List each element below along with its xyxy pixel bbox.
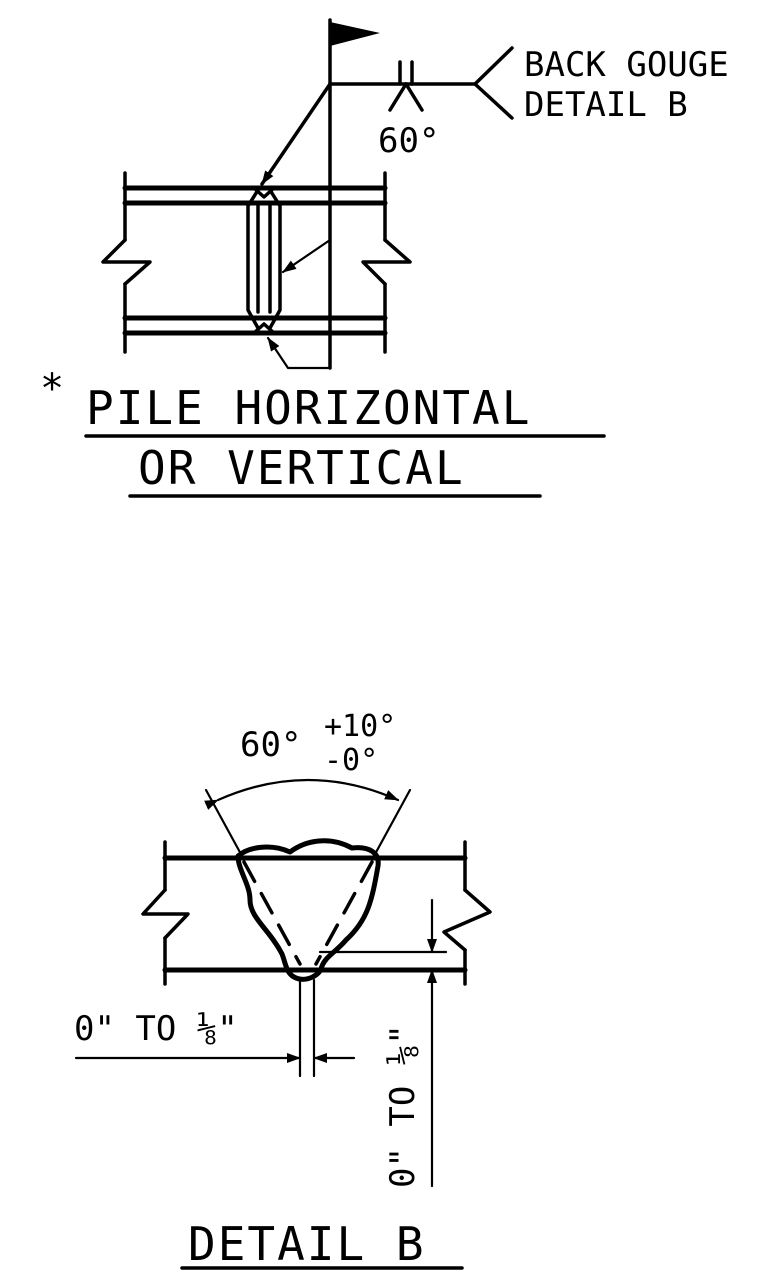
field-weld-flag-icon bbox=[330, 22, 380, 46]
groove-v-left bbox=[388, 82, 408, 112]
right-break-line bbox=[361, 238, 412, 286]
title-line2: OR VERTICAL bbox=[138, 441, 465, 495]
root-face-label: 0" TO ⅛" bbox=[383, 1024, 423, 1188]
groove-v-right bbox=[404, 82, 424, 112]
weld-bead-outline bbox=[235, 838, 381, 982]
bottom-weld-v bbox=[252, 322, 276, 335]
plate-right-break bbox=[442, 888, 492, 952]
reference-tail-upper bbox=[473, 46, 514, 86]
leader-arrow-bottom bbox=[266, 336, 332, 370]
angle-plus-label: +10° bbox=[324, 709, 396, 744]
root-gap-label: 0" TO ⅛" bbox=[74, 1009, 238, 1049]
groove-angle-label: 60° bbox=[378, 121, 439, 161]
weld-note-line1: BACK GOUGE bbox=[524, 45, 729, 85]
web-plate-left bbox=[246, 188, 260, 330]
leader-arrow-top bbox=[260, 82, 332, 186]
angle-extension-right bbox=[372, 788, 412, 858]
asterisk-mark: * bbox=[40, 366, 64, 412]
top-weld-v bbox=[252, 186, 276, 199]
angle-dimension-arc bbox=[204, 778, 400, 810]
detail-b-title: DETAIL B bbox=[188, 1217, 426, 1271]
angle-main-label: 60° bbox=[240, 725, 301, 765]
web-plate-right bbox=[268, 188, 282, 330]
pile-weld-section: 60° BACK GOUGE DETAIL B * PILE HORIZONTA… bbox=[40, 18, 729, 498]
angle-minus-label: -0° bbox=[324, 743, 378, 778]
left-break-line bbox=[101, 238, 152, 286]
reference-tail-lower bbox=[473, 82, 514, 120]
plate-left-break bbox=[141, 888, 190, 940]
detail-b: 60° +10° -0° 0" TO ⅛" 0" T bbox=[74, 709, 492, 1271]
weld-note-line2: DETAIL B bbox=[524, 85, 688, 125]
groove-face-right bbox=[314, 860, 374, 966]
groove-face-left bbox=[242, 860, 302, 966]
leader-arrow-web bbox=[281, 238, 332, 274]
angle-extension-left bbox=[204, 788, 244, 858]
title-line1: PILE HORIZONTAL bbox=[86, 381, 531, 435]
